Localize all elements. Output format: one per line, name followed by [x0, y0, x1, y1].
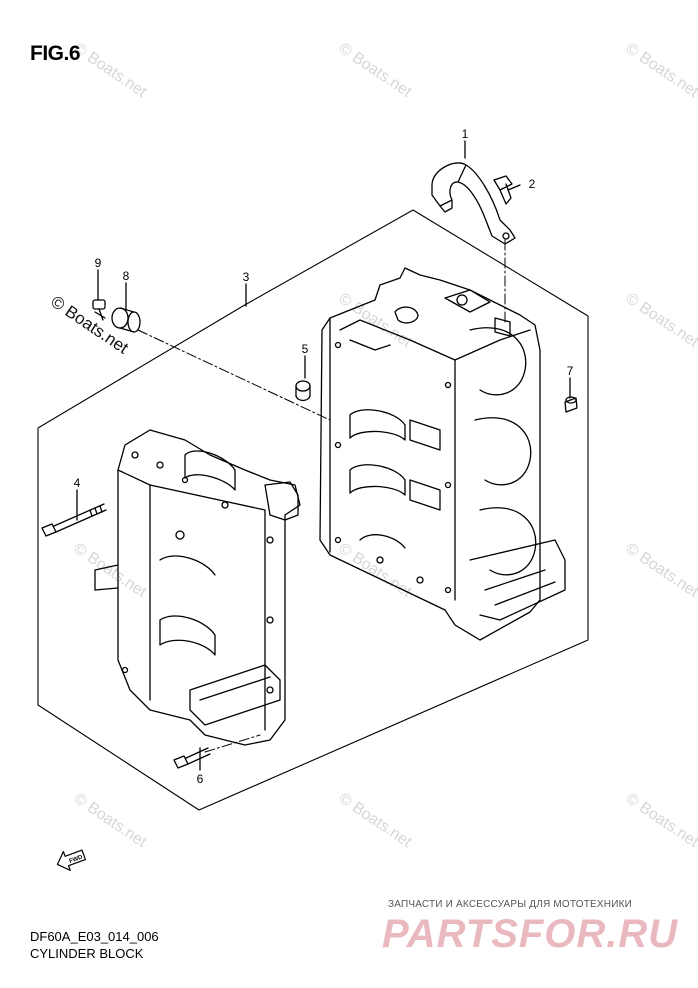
stamp-logo: PARTSFOR.RU [382, 912, 679, 956]
callout-8: 8 [122, 269, 130, 283]
part-8-seal [111, 307, 141, 333]
callout-2: 2 [528, 177, 536, 191]
leader-2 [507, 184, 521, 191]
callout-5: 5 [301, 342, 309, 356]
part-4-bolt [41, 503, 107, 537]
callout-1: 1 [461, 127, 469, 141]
part-9-bolt [92, 299, 106, 321]
part-1-bracket [431, 162, 516, 245]
stamp-tagline: ЗАПЧАСТИ И АКСЕССУАРЫ ДЛЯ МОТОТЕХНИКИ [388, 899, 633, 910]
part-2-bolt [493, 175, 513, 205]
callout-6: 6 [196, 772, 204, 786]
callout-7: 7 [566, 364, 574, 378]
callout-4: 4 [73, 476, 81, 490]
figure-code: DF60A_E03_014_006 [30, 929, 159, 944]
alignment-line [137, 329, 331, 421]
alignment-line [204, 734, 261, 753]
figure-title: FIG.6 [30, 42, 81, 65]
callout-9: 9 [94, 256, 102, 270]
part-6-bolt [173, 747, 211, 769]
figure-name: CYLINDER BLOCK [30, 946, 144, 961]
assembly-boundary [37, 209, 589, 811]
part-7-plug [564, 396, 578, 413]
part-3-cylinder-block [319, 267, 566, 641]
fwd-label: FWD [69, 854, 85, 865]
callout-3: 3 [242, 270, 250, 284]
fwd-arrow-icon [56, 849, 87, 871]
crankcase [94, 429, 301, 746]
part-5-dowel [295, 380, 311, 402]
